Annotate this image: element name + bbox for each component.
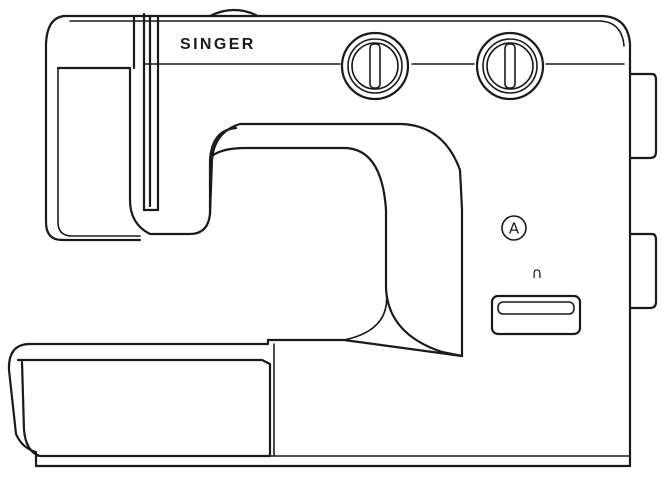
face-plate-inner xyxy=(57,67,141,237)
arm-back-edge xyxy=(343,289,388,341)
upper-thread-tension-dial[interactable] xyxy=(340,31,410,101)
pattern-selector-indicator: A xyxy=(501,215,527,241)
take-up-lever-slot xyxy=(132,12,160,212)
head-top-edge xyxy=(69,20,625,47)
buttonhole-symbol: ∩ xyxy=(532,264,543,282)
handwheel-upper[interactable] xyxy=(628,72,658,160)
reverse-lever[interactable] xyxy=(490,294,582,336)
arm-opening-inner xyxy=(210,146,464,358)
free-arm-base xyxy=(16,358,272,458)
face-plate xyxy=(56,66,238,236)
stitch-length-dial[interactable] xyxy=(475,31,545,101)
pattern-selector-letter: A xyxy=(509,220,520,238)
brand-logo: SINGER xyxy=(180,36,256,53)
top-cover-bump xyxy=(208,8,260,18)
head-left-edge xyxy=(44,14,142,242)
handwheel-lower[interactable] xyxy=(628,232,658,310)
arm-opening xyxy=(208,122,464,358)
machine-body-outline xyxy=(7,14,632,468)
